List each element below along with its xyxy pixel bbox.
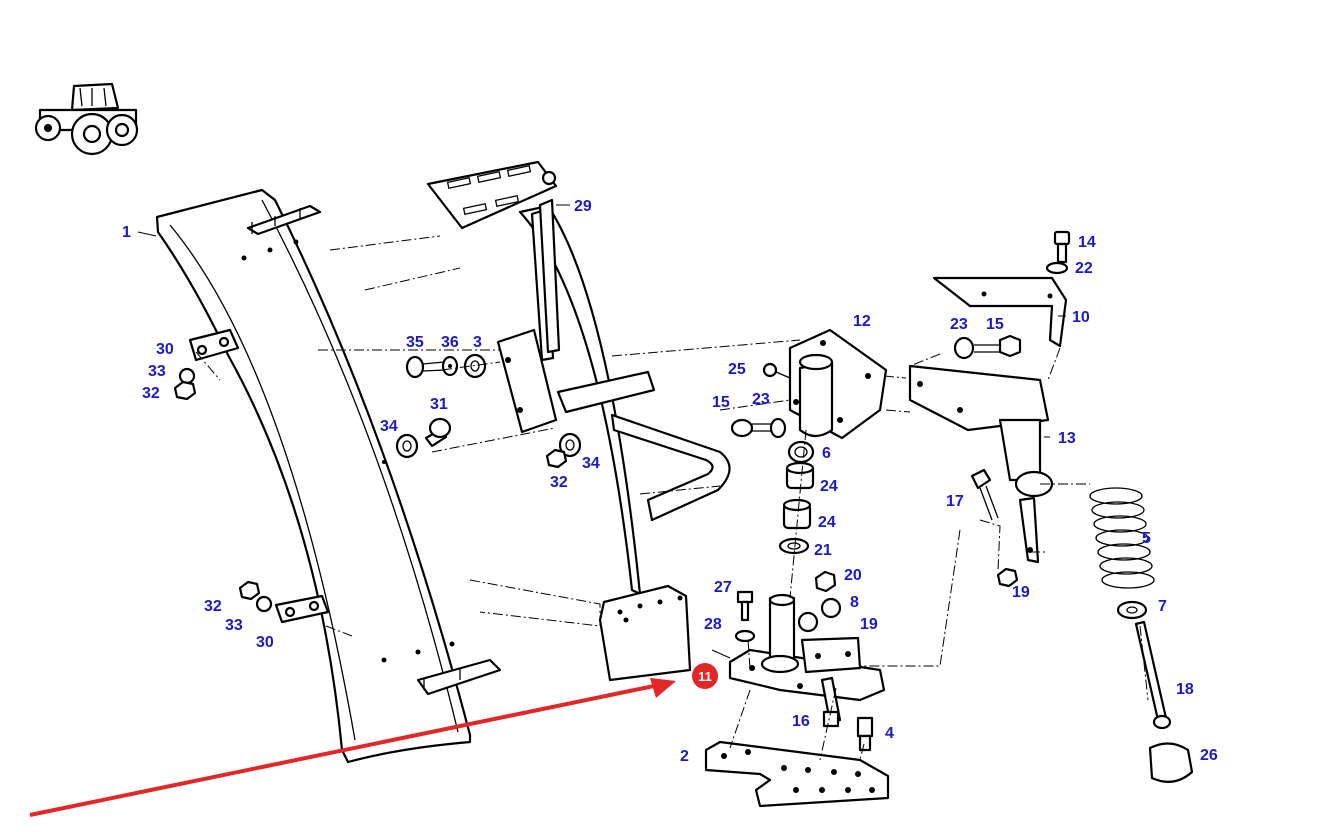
callout-labels: 1 29 14 22 10 12 23 15 30 33 32 35 36 3 … bbox=[122, 198, 1218, 765]
callout-34a: 34 bbox=[380, 418, 398, 435]
leader-lines bbox=[137, 204, 1066, 659]
pedal-plate-2 bbox=[704, 740, 890, 808]
callout-20: 20 bbox=[844, 567, 862, 584]
callout-30a: 30 bbox=[156, 341, 174, 358]
callout-16: 16 bbox=[792, 713, 810, 730]
callout-27: 27 bbox=[714, 579, 732, 596]
pivot-plate bbox=[730, 328, 888, 555]
pedal-base-11 bbox=[728, 570, 886, 752]
callout-32a: 32 bbox=[142, 385, 160, 402]
callout-24b: 24 bbox=[818, 514, 836, 531]
callout-36: 36 bbox=[441, 334, 459, 351]
callout-34b: 34 bbox=[582, 455, 600, 472]
callout-33a: 33 bbox=[148, 363, 166, 380]
mudguard-support bbox=[426, 160, 731, 682]
callout-32c: 32 bbox=[204, 598, 222, 615]
callout-8: 8 bbox=[850, 594, 859, 611]
callout-31: 31 bbox=[430, 396, 448, 413]
callout-17: 17 bbox=[946, 493, 964, 510]
callout-12: 12 bbox=[853, 313, 871, 330]
callout-22: 22 bbox=[1075, 260, 1093, 277]
callout-14: 14 bbox=[1078, 234, 1096, 251]
callout-5: 5 bbox=[1142, 530, 1151, 547]
callout-25: 25 bbox=[728, 361, 746, 378]
callout-29: 29 bbox=[574, 198, 592, 215]
highlight-arrow bbox=[29, 678, 676, 817]
lever-bracket bbox=[908, 230, 1071, 588]
highlight-badge: 11 bbox=[692, 663, 718, 689]
callout-2: 2 bbox=[680, 748, 689, 765]
callout-3: 3 bbox=[473, 334, 482, 351]
spring-rod bbox=[1089, 487, 1194, 783]
callout-19b: 19 bbox=[860, 616, 878, 633]
callout-10: 10 bbox=[1072, 309, 1090, 326]
callout-35: 35 bbox=[406, 334, 424, 351]
callout-7: 7 bbox=[1158, 598, 1167, 615]
tractor-icon bbox=[34, 82, 139, 156]
callout-15a: 15 bbox=[986, 316, 1004, 333]
callout-1: 1 bbox=[122, 224, 131, 241]
callout-26: 26 bbox=[1200, 747, 1218, 764]
callout-30b: 30 bbox=[256, 634, 274, 651]
callout-33b: 33 bbox=[225, 617, 243, 634]
callout-11: 11 bbox=[698, 669, 712, 684]
callout-32b: 32 bbox=[550, 474, 568, 491]
bolt-31-washer-34 bbox=[382, 417, 452, 464]
upper-clip-30 bbox=[173, 328, 240, 401]
assembly-lines bbox=[195, 235, 1149, 761]
callout-23a: 23 bbox=[950, 316, 968, 333]
mudguard bbox=[155, 188, 502, 764]
callout-23b: 23 bbox=[752, 391, 770, 408]
washer-34-nut-32 bbox=[545, 432, 582, 469]
callout-24a: 24 bbox=[820, 478, 838, 495]
callout-21: 21 bbox=[814, 542, 832, 559]
callout-28: 28 bbox=[704, 616, 722, 633]
callout-6: 6 bbox=[822, 445, 831, 462]
callout-4: 4 bbox=[885, 725, 894, 742]
lower-clip-30 bbox=[238, 580, 330, 624]
callout-13: 13 bbox=[1058, 430, 1076, 447]
callout-19a: 19 bbox=[1012, 584, 1030, 601]
callout-18: 18 bbox=[1176, 681, 1194, 698]
callout-15b: 15 bbox=[712, 394, 730, 411]
bolt-35 bbox=[405, 353, 487, 379]
